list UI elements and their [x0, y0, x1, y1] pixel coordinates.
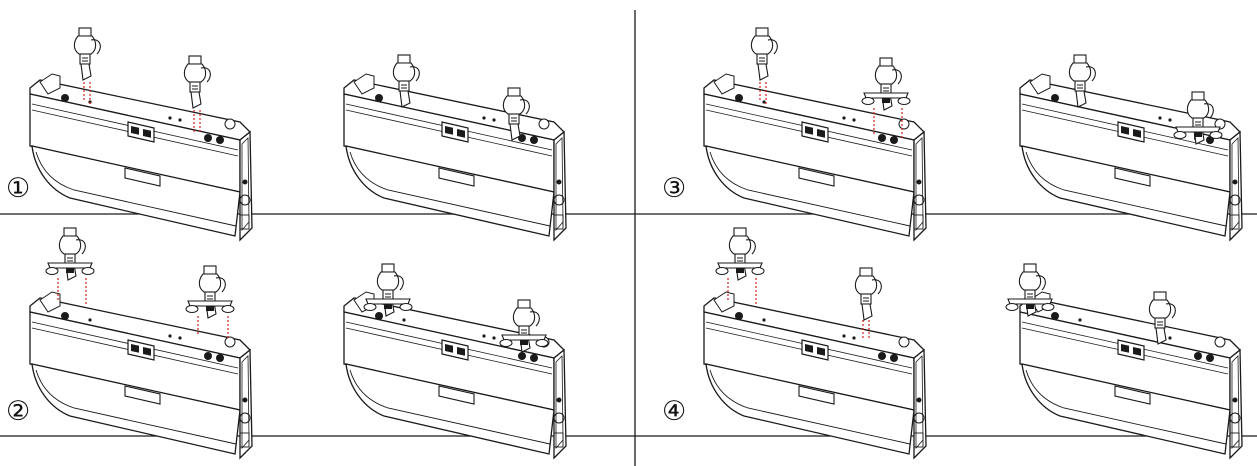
clamp-icon	[73, 27, 101, 81]
step4-after-fixture	[1005, 263, 1243, 459]
step2-after-fixture	[343, 263, 567, 459]
step-4-label: ④	[662, 396, 687, 427]
step-3-label: ③	[662, 173, 687, 204]
step4-before-fixture	[703, 227, 927, 459]
step-2-label: ②	[6, 396, 31, 427]
step2-before-fixture	[29, 227, 253, 459]
step-1-label: ①	[6, 173, 31, 204]
step1-after-fixture	[343, 54, 567, 241]
step1-before-fixture	[29, 27, 253, 241]
step3-before-fixture	[703, 27, 927, 241]
clamp-icon	[183, 55, 211, 109]
step3-after-fixture	[1019, 54, 1243, 241]
